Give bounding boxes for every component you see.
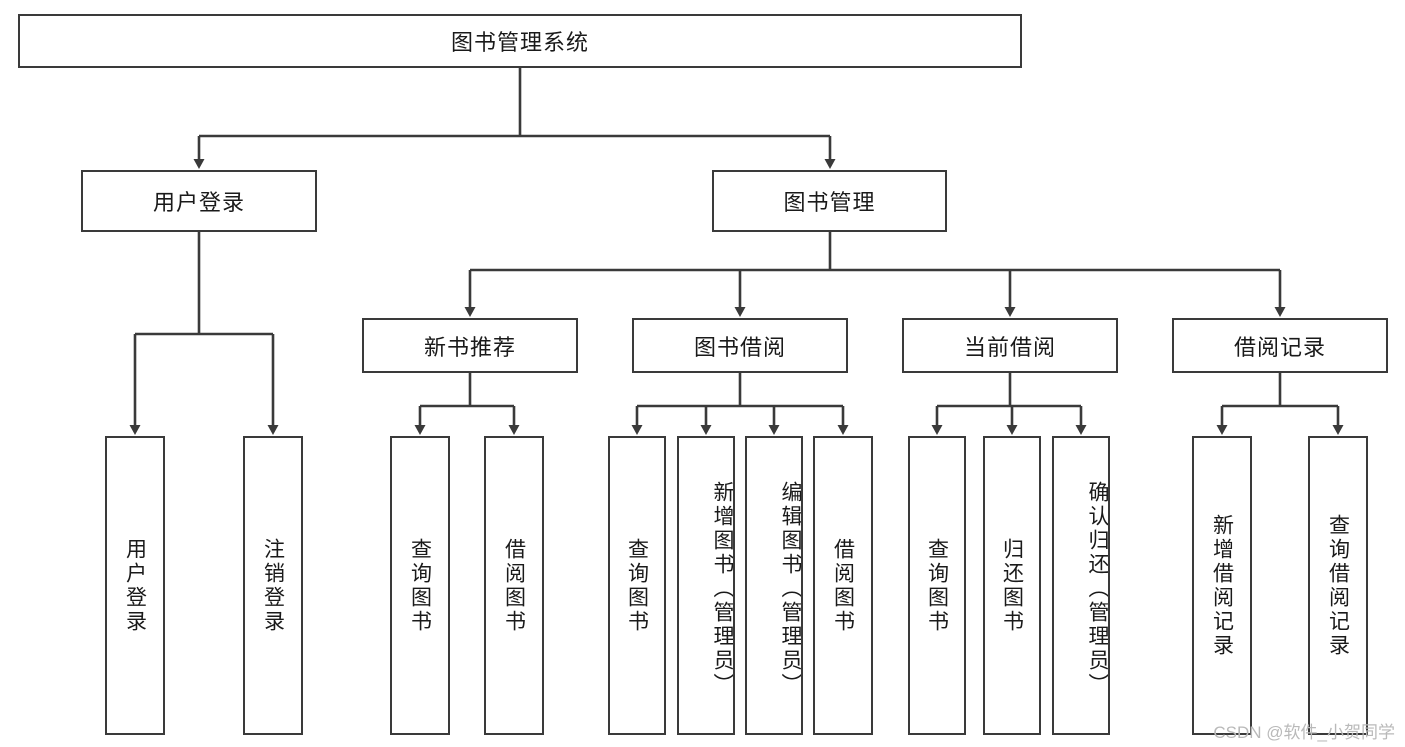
node-add-book-admin[interactable]: 新增图书（管理员）	[677, 436, 735, 735]
node-user-login-action[interactable]: 用户登录	[105, 436, 165, 735]
node-borrow-record[interactable]: 借阅记录	[1172, 318, 1388, 373]
node-confirm-return-admin[interactable]: 确认归还（管理员）	[1052, 436, 1110, 735]
node-borrow-book-action[interactable]: 借阅图书	[813, 436, 873, 735]
node-add-borrow-record[interactable]: 新增借阅记录	[1192, 436, 1252, 735]
node-book-management[interactable]: 图书管理	[712, 170, 947, 232]
node-logout-action[interactable]: 注销登录	[243, 436, 303, 735]
node-root-title[interactable]: 图书管理系统	[18, 14, 1022, 68]
node-query-borrow-record[interactable]: 查询借阅记录	[1308, 436, 1368, 735]
node-query-book-current[interactable]: 查询图书	[908, 436, 966, 735]
node-current-borrow[interactable]: 当前借阅	[902, 318, 1118, 373]
node-user-login[interactable]: 用户登录	[81, 170, 317, 232]
node-borrow-book-rec[interactable]: 借阅图书	[484, 436, 544, 735]
node-query-book-borrow[interactable]: 查询图书	[608, 436, 666, 735]
node-new-book-recommend[interactable]: 新书推荐	[362, 318, 578, 373]
node-edit-book-admin[interactable]: 编辑图书（管理员）	[745, 436, 803, 735]
node-book-borrow[interactable]: 图书借阅	[632, 318, 848, 373]
node-query-book-rec[interactable]: 查询图书	[390, 436, 450, 735]
node-return-book[interactable]: 归还图书	[983, 436, 1041, 735]
